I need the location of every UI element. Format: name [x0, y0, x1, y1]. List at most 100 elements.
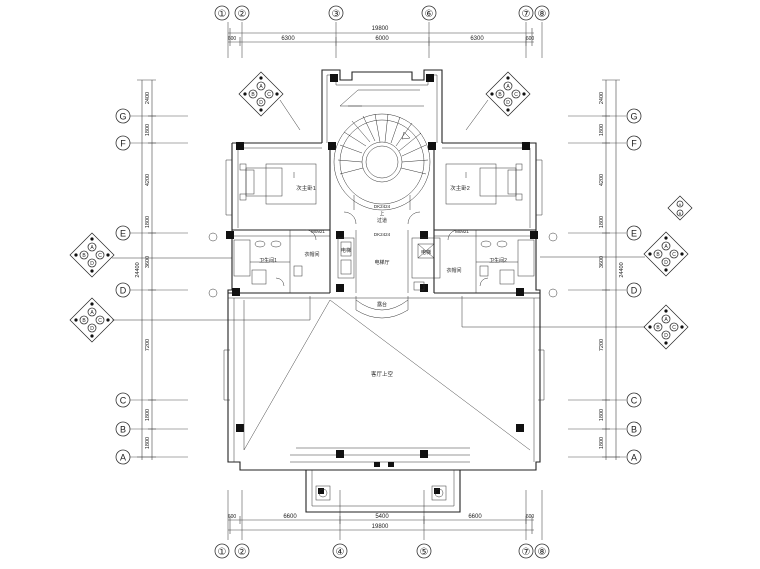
svg-text:B: B: [679, 211, 682, 216]
svg-text:⑧: ⑧: [538, 547, 547, 558]
axis-bubble-top-1: ①: [214, 5, 230, 21]
room-label-corridor: 过道: [377, 217, 387, 224]
index-symbol-top-right: A B C D: [485, 71, 531, 117]
elevator-left: [337, 237, 355, 279]
svg-text:D: D: [664, 260, 668, 266]
axis-bubble-top-7: ⑦: [518, 5, 534, 21]
svg-text:F: F: [120, 139, 126, 149]
svg-text:A: A: [120, 453, 126, 463]
dim-right-1800d: 1800: [599, 437, 605, 449]
axis-bubble-bottom-4: ④: [332, 543, 348, 559]
index-symbol-right-low: A B C D: [643, 304, 689, 350]
dimension-lines-right: 2400 1800 4200 1800 3600 7200 1800 1800 …: [599, 79, 625, 460]
door-label-dk2424-lower: DK2424: [374, 232, 391, 237]
dim-top-6000: 6000: [375, 36, 389, 42]
svg-text:⑥: ⑥: [425, 9, 434, 20]
svg-text:B: B: [251, 92, 255, 98]
stair-up-label: 上: [380, 210, 385, 216]
axis-bubble-right-G: G: [626, 108, 642, 124]
room-label-hall-void: 客厅上空: [371, 370, 394, 378]
svg-text:G: G: [630, 112, 637, 122]
dim-left-4200: 4200: [145, 174, 151, 186]
svg-text:C: C: [672, 325, 676, 331]
room-label-elevator-right: 电梯: [421, 249, 431, 256]
svg-text:C: C: [267, 92, 271, 98]
entrance-planters: [296, 447, 470, 501]
axis-bubble-left-B: B: [115, 421, 131, 437]
room-label-wc-2: 卫生间2: [489, 257, 507, 264]
svg-text:B: B: [120, 425, 126, 435]
room-label-master-bed-1: 次主卧1: [296, 184, 316, 192]
dim-left-2400: 2400: [145, 92, 151, 104]
dim-left-1800a: 1800: [145, 124, 151, 136]
room-label-elevator-left: 电梯: [341, 247, 351, 254]
axis-bubble-bottom-1: ①: [214, 543, 230, 559]
axis-bubble-left-C: C: [115, 392, 131, 408]
axis-bubbles-right: G F E D C B A: [568, 108, 642, 465]
axis-bubble-right-C: C: [626, 392, 642, 408]
dim-left-7200: 7200: [145, 339, 151, 351]
elevator-right: [411, 237, 441, 291]
axis-bubble-right-A: A: [626, 449, 642, 465]
svg-text:④: ④: [336, 547, 345, 558]
dim-bottom-total: 19800: [372, 524, 389, 530]
room-label-elevator-hall: 电梯厅: [374, 259, 389, 266]
spiral-stair: [333, 89, 431, 211]
door-swings: [275, 211, 489, 287]
svg-text:B: B: [498, 92, 502, 98]
dim-left-total: 24400: [135, 262, 141, 277]
dim-right-1800c: 1800: [599, 409, 605, 421]
balcony-arch: [355, 296, 409, 319]
door-label-dk2424-upper: DK2424: [374, 204, 391, 209]
axis-bubble-right-B: B: [626, 421, 642, 437]
svg-text:A: A: [90, 310, 94, 316]
dim-top-total: 19800: [372, 26, 389, 32]
svg-text:D: D: [90, 261, 94, 267]
dimension-lines-top: 19800 600 6300 6000 6300 600: [228, 26, 534, 46]
svg-text:⑤: ⑤: [420, 547, 429, 558]
axis-bubbles-left: G F E D C B A: [115, 108, 188, 465]
building-walls: [208, 69, 558, 513]
index-leader-lines: [112, 99, 645, 328]
dim-right-1800a: 1800: [599, 124, 605, 136]
svg-text:E: E: [120, 229, 126, 239]
svg-text:⑧: ⑧: [538, 9, 547, 20]
room-label-closet-left: 衣帽间: [304, 251, 319, 258]
axis-bubble-right-E: E: [626, 225, 642, 241]
dim-right-total: 24400: [619, 262, 625, 277]
svg-text:A: A: [631, 453, 637, 463]
svg-text:B: B: [656, 325, 660, 331]
index-symbol-right-small: A B: [667, 195, 693, 221]
index-symbol-right-mid: A B C D: [643, 231, 689, 277]
svg-text:①: ①: [218, 9, 227, 20]
axis-bubble-top-8: ⑧: [534, 5, 550, 21]
room-label-master-bed-2: 次主卧2: [450, 184, 470, 192]
index-symbol-top-left: A B C D: [238, 71, 284, 117]
axis-bubble-top-2: ②: [234, 5, 250, 21]
svg-text:D: D: [259, 100, 263, 106]
dim-right-1800b: 1800: [599, 216, 605, 228]
axis-bubble-right-F: F: [626, 135, 642, 151]
dim-bottom-6600-left: 6600: [283, 514, 297, 520]
bathroom-fixtures-left: [233, 239, 303, 285]
svg-text:③: ③: [332, 9, 341, 20]
dim-right-2400: 2400: [599, 92, 605, 104]
dim-left-1800b: 1800: [145, 216, 151, 228]
svg-text:②: ②: [238, 9, 247, 20]
bathroom-fixtures-right: [476, 239, 535, 285]
svg-text:D: D: [120, 286, 127, 296]
svg-text:②: ②: [238, 547, 247, 558]
axis-bubble-right-D: D: [626, 282, 642, 298]
dim-right-7200: 7200: [599, 339, 605, 351]
dim-left-1800c: 1800: [145, 409, 151, 421]
svg-text:①: ①: [218, 547, 227, 558]
dimension-lines-left: 2400 1800 4200 1800 3600 7200 1800 1800 …: [135, 79, 156, 460]
axis-bubbles-bottom: ① ② ④ ⑤ ⑦ ⑧: [214, 543, 550, 559]
axis-bubble-bottom-8: ⑧: [534, 543, 550, 559]
svg-text:⑦: ⑦: [522, 9, 531, 20]
axis-bubble-top-3: ③: [328, 5, 344, 21]
svg-text:C: C: [672, 252, 676, 258]
axis-bubble-left-D: D: [115, 282, 131, 298]
svg-text:A: A: [679, 202, 682, 207]
